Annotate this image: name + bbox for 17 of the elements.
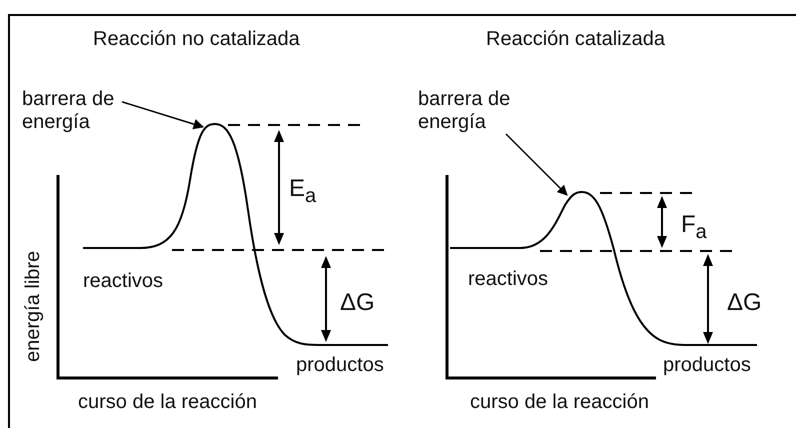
free-energy-change-label: ΔG [727, 290, 762, 316]
panel-title: Reacción catalizada [486, 28, 665, 50]
curve-label: reactivos [468, 268, 548, 290]
axis-label: curso de la reacción [470, 391, 649, 413]
leader-arrow [122, 101, 204, 130]
panel-title: Reacción no catalizada [93, 28, 300, 50]
free-energy-change-label: ΔG [340, 290, 375, 316]
leader-arrow [505, 133, 568, 196]
curve-label: productos [296, 354, 384, 376]
axis-label: curso de la reacción [78, 391, 257, 413]
curve-label: productos [663, 354, 751, 376]
activation-energy-label: E$_{a}$ [289, 176, 316, 207]
curve-label: reactivos [83, 270, 164, 292]
activation-energy-label: F$_{a}$ [681, 212, 707, 243]
axis-label: energía libre [22, 250, 44, 362]
callout-text: barrera de energía [418, 88, 518, 134]
callout-text: barrera de energía [22, 88, 122, 134]
